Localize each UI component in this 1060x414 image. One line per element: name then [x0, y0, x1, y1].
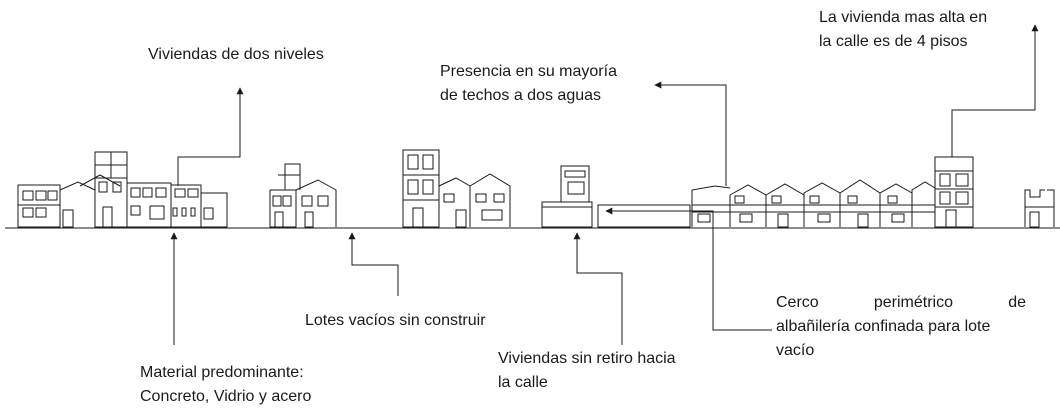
- label-pitched-roofs-line-1: Presencia en su mayoría: [440, 63, 617, 80]
- leader-fence: [605, 207, 772, 331]
- perimeter-fence: [597, 204, 691, 228]
- label-material-line-1: Material predominante:: [140, 364, 304, 381]
- leader-empty-lots: [348, 232, 399, 296]
- house-no-setback: [541, 165, 593, 228]
- leader-no-setback: [573, 232, 623, 345]
- house-block-left: [17, 151, 228, 228]
- label-pitched-roofs-line-2: de techos a dos aguas: [440, 87, 602, 104]
- label-fence-word-2: perimétrico: [873, 294, 954, 311]
- label-tallest: La vivienda mas alta en la calle es de 4…: [819, 6, 987, 54]
- label-empty-lots-line-1: Lotes vacíos sin construir: [305, 312, 486, 329]
- label-fence-line-2: albañilería confinada para lote: [776, 318, 991, 335]
- house-block-center: [402, 149, 511, 228]
- label-fence-line-1: Cerco perimétrico de: [776, 291, 1026, 315]
- label-two-levels: Viviendas de dos niveles: [148, 43, 324, 67]
- label-fence-word-3: de: [1008, 294, 1026, 311]
- house-under-construction: [269, 163, 337, 228]
- label-tallest-line-1: La vivienda mas alta en: [819, 9, 988, 26]
- label-tallest-line-2: la calle es de 4 pisos: [819, 33, 968, 50]
- label-fence-line-3: vacío: [776, 342, 815, 359]
- house-block-right: [691, 179, 936, 228]
- label-no-setback-line-1: Viviendas sin retiro hacia: [498, 350, 676, 367]
- label-material: Material predominante: Concreto, Vidrio …: [140, 361, 311, 409]
- leader-two-levels: [177, 87, 244, 186]
- label-no-setback: Viviendas sin retiro hacia la calle: [498, 347, 676, 395]
- label-empty-lots: Lotes vacíos sin construir: [305, 309, 486, 333]
- label-fence: Cerco perimétrico de albañilería confinada…: [776, 291, 1026, 363]
- house-block-far-right: [1024, 189, 1055, 228]
- leader-pitched-roofs: [654, 81, 727, 186]
- label-material-line-2: Concreto, Vidrio y acero: [140, 388, 312, 405]
- label-no-setback-line-2: la calle: [498, 374, 548, 391]
- label-fence-word-1: Cerco: [776, 294, 819, 311]
- tallest-house: [934, 156, 974, 228]
- leader-tallest: [951, 24, 1039, 157]
- label-two-levels-line-1: Viviendas de dos niveles: [148, 46, 324, 63]
- label-pitched-roofs: Presencia en su mayoría de techos a dos …: [440, 60, 617, 108]
